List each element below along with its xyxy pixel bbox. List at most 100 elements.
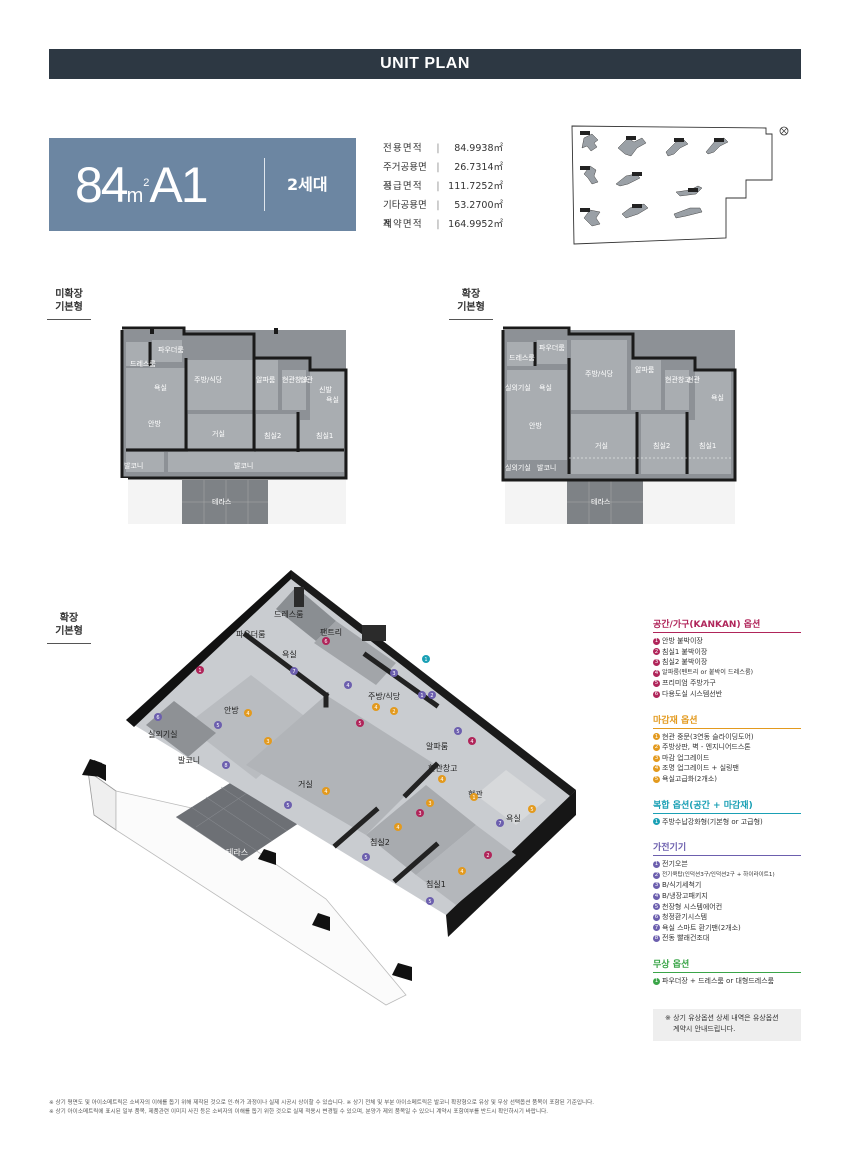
svg-text:4: 4 xyxy=(324,789,327,795)
area-label: 주거공용면적 xyxy=(383,162,427,192)
room-label: 침실1 xyxy=(316,431,333,440)
svg-text:1: 1 xyxy=(420,693,423,699)
room-label: 파우더룸 xyxy=(158,345,184,354)
room-label: 테라스 xyxy=(212,497,232,506)
svg-text:7: 7 xyxy=(498,821,501,827)
area-table: 전용면적|84.9938㎡ 주거공용면적|26.7314㎡ 공급면적|111.7… xyxy=(383,139,503,234)
area-label: 계약면적 xyxy=(383,219,423,230)
room-label: 욕실 xyxy=(539,383,552,392)
label-expanded-isometric: 확장 기본형 xyxy=(47,612,91,644)
room-label: 발코니 xyxy=(234,461,253,470)
svg-text:5: 5 xyxy=(216,723,219,729)
svg-text:6: 6 xyxy=(156,715,159,721)
room-label: 주방/식당 xyxy=(194,375,223,384)
room-label: 침실2 xyxy=(370,837,390,847)
page-header: UNIT PLAN xyxy=(49,49,801,79)
svg-text:4: 4 xyxy=(374,705,377,711)
option-notice: ※ 상기 유상옵션 상세 내역은 유상옵션 계약시 안내드립니다. xyxy=(653,1009,801,1041)
unit-type-box: 84m2A1 2세대 xyxy=(49,138,356,231)
room-label: 주방/식당 xyxy=(368,691,401,701)
room-label: 주방/식당 xyxy=(585,369,614,378)
svg-text:1: 1 xyxy=(472,795,475,801)
room-label: 실외기실 xyxy=(505,383,531,392)
isometric-view-expanded: 드레스룸 파우더룸 욕실 팬트리 안방 주방/식당 알파룸 현관창고 현관 실외… xyxy=(82,570,576,1006)
room-label: 안방 xyxy=(148,419,161,428)
svg-text:8: 8 xyxy=(224,763,227,769)
svg-text:3: 3 xyxy=(418,811,421,817)
room-label: 파우더룸 xyxy=(236,630,265,639)
svg-text:7: 7 xyxy=(292,669,295,675)
area-row: 계약면적|164.9952㎡ xyxy=(383,215,503,234)
option-section-title: 복합 옵션(공간 + 마감재) xyxy=(653,798,801,814)
svg-text:3: 3 xyxy=(392,671,395,677)
room-label: 알파룸 xyxy=(426,741,448,751)
footnote: ※ 상기 평면도 및 아이소메트릭은 소비자의 이해를 돕기 위해 제작된 것으… xyxy=(49,1100,595,1106)
floor-plan-expanded: 드레스룸 파우더룸 실외기실 욕실 주방/식당 알파룸 현관창고 현관 안방 거… xyxy=(501,326,737,524)
room-label: 거실 xyxy=(595,441,608,450)
room-label: 거실 xyxy=(298,779,313,789)
option-section-title: 가전기기 xyxy=(653,840,801,857)
svg-text:2: 2 xyxy=(392,709,395,715)
area-value: 164.9952㎡ xyxy=(448,219,503,230)
room-label: 안방 xyxy=(224,705,239,715)
svg-text:5: 5 xyxy=(286,803,289,809)
svg-text:5: 5 xyxy=(530,807,533,813)
area-value: 53.2700㎡ xyxy=(454,200,503,211)
room-label: 현관 xyxy=(300,375,313,384)
room-label: 발코니 xyxy=(178,755,200,765)
area-row: 공급면적|111.7252㎡ xyxy=(383,177,503,196)
svg-text:3: 3 xyxy=(428,801,431,807)
unit-size-sup: 2 xyxy=(143,177,150,189)
svg-text:5: 5 xyxy=(456,729,459,735)
page-title: UNIT PLAN xyxy=(380,55,470,72)
room-label: 침실1 xyxy=(699,441,716,450)
room-label: 안방 xyxy=(529,421,542,430)
room-label: 욕실 xyxy=(154,383,167,392)
area-value: 84.9938㎡ xyxy=(454,143,503,154)
unit-divider xyxy=(264,158,265,211)
svg-text:5: 5 xyxy=(358,721,361,727)
room-label: 알파룸 xyxy=(256,375,276,384)
room-label: 욕실 xyxy=(326,395,339,404)
floor-plan-unexpanded: 드레스룸 파우더룸 욕실 주방/식당 알파룸 현관창고 현관 신발 안방 거실 … xyxy=(120,326,352,524)
unit-size-unit: m xyxy=(126,185,144,207)
room-label: 현관창고 xyxy=(428,763,457,773)
room-label: 드레스룸 xyxy=(509,353,535,362)
unit-type-code: A1 xyxy=(149,157,208,213)
room-label: 욕실 xyxy=(282,649,297,659)
label-unexpanded: 미확장 기본형 xyxy=(47,288,91,320)
svg-text:4: 4 xyxy=(246,711,249,717)
room-label: 실외기실 xyxy=(148,729,177,739)
label-expanded: 확장 기본형 xyxy=(449,288,493,320)
room-label: 욕실 xyxy=(506,813,521,823)
household-count: 2세대 xyxy=(287,175,328,194)
area-label: 기타공용면적 xyxy=(383,200,427,230)
svg-text:2: 2 xyxy=(430,693,433,699)
room-label: 침실1 xyxy=(426,879,446,889)
room-label: 파우더룸 xyxy=(539,343,565,352)
svg-text:4: 4 xyxy=(440,777,443,783)
footnote: ※ 상기 아이소메트릭에 표시된 일부 품목, 제품관련 이미지 사진 등은 소… xyxy=(49,1109,549,1115)
area-label: 공급면적 xyxy=(383,181,423,192)
area-value: 26.7314㎡ xyxy=(454,162,503,173)
room-label: 현관창고 xyxy=(665,375,691,384)
area-label: 전용면적 xyxy=(383,143,423,154)
room-label: 테라스 xyxy=(226,848,248,857)
room-label: 현관창고 xyxy=(282,375,308,384)
